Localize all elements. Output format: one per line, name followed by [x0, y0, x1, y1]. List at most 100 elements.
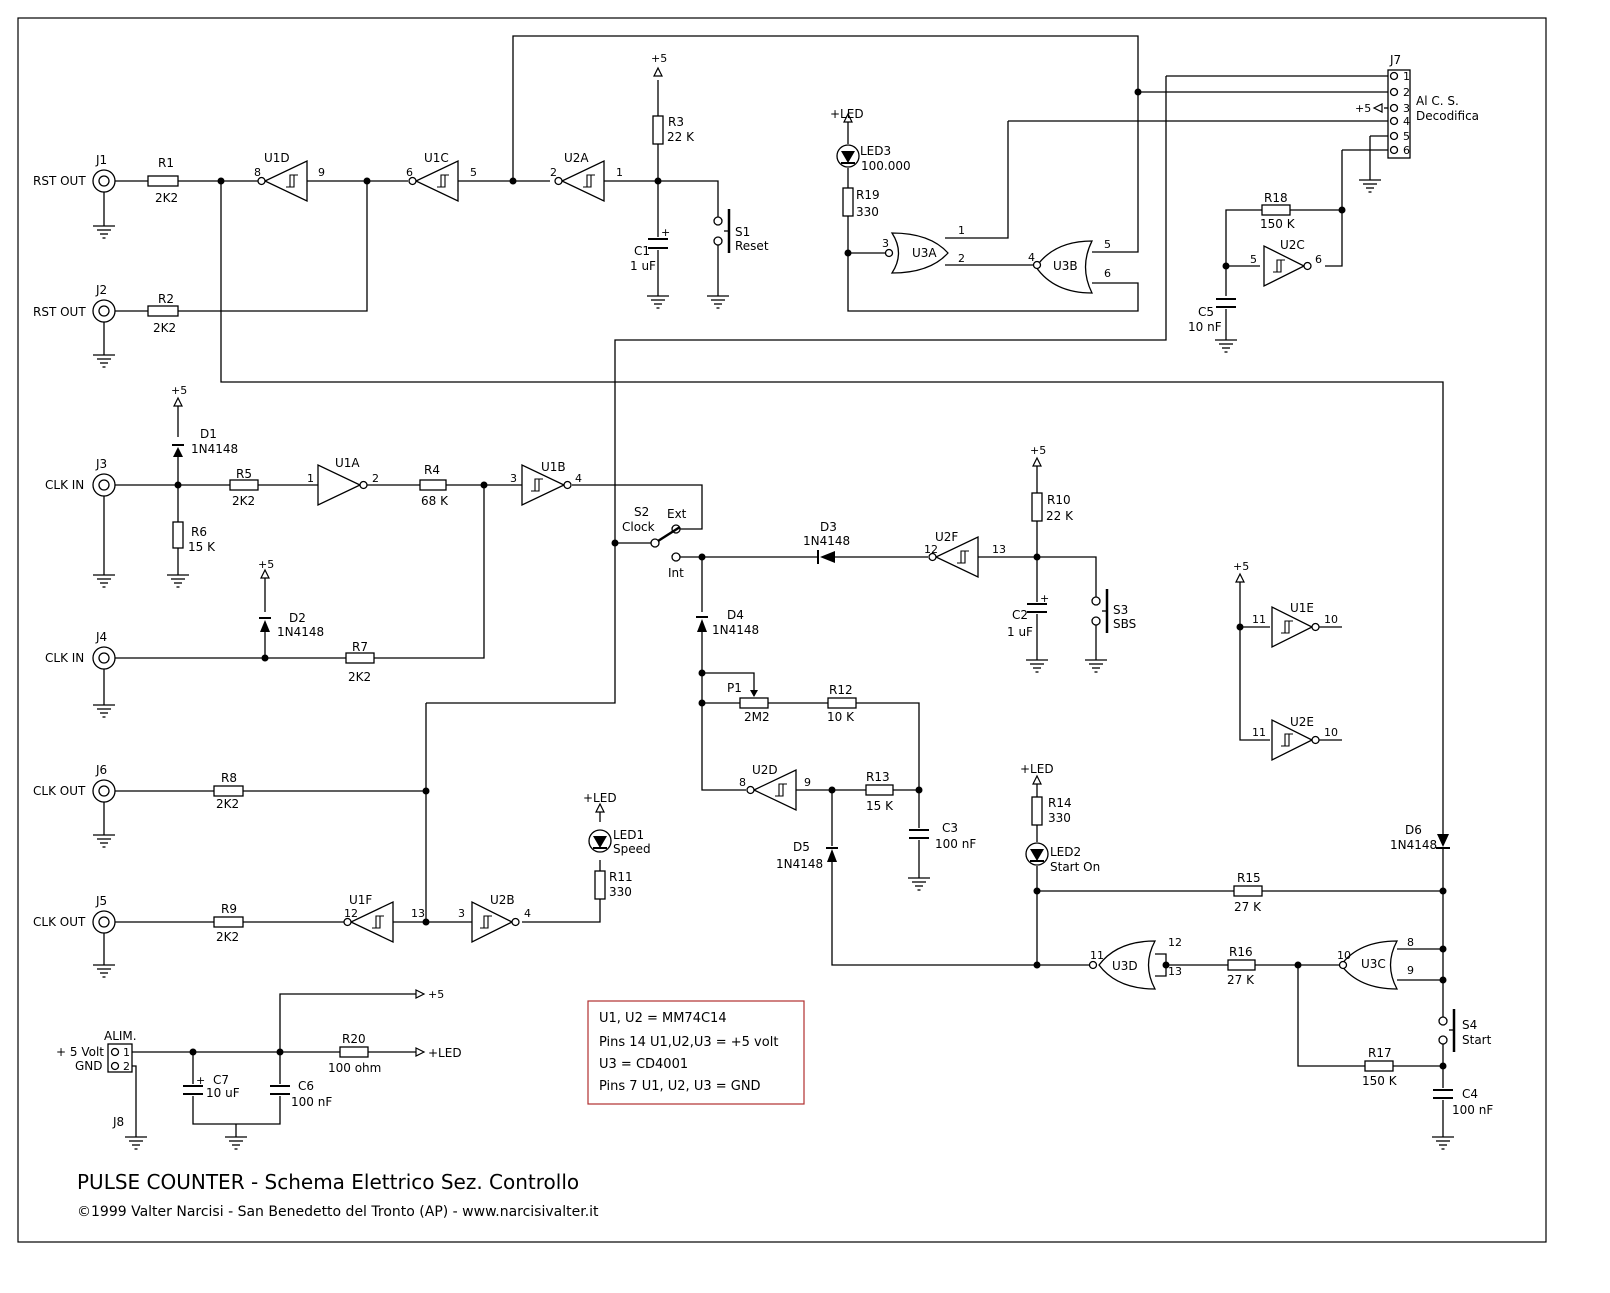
ic-notes-box: U1, U2 = MM74C14 Pins 14 U1,U2,U3 = +5 v… [587, 1000, 805, 1105]
u3b-ref: U3B [1053, 259, 1078, 273]
svg-text:11: 11 [1252, 613, 1266, 626]
d2-ref: D2 [289, 611, 306, 625]
gate-u3b [1032, 240, 1094, 294]
s2-ext: Ext [667, 507, 687, 521]
svg-text:4: 4 [1403, 115, 1410, 128]
u1c-ref: U1C [424, 151, 449, 165]
svg-text:+5: +5 [651, 52, 667, 65]
u1a-ref: U1A [335, 456, 360, 470]
r11-value: 330 [609, 885, 632, 899]
c6-ref: C6 [298, 1079, 314, 1093]
u1d-ref: U1D [264, 151, 290, 165]
s3-ref: S3 [1113, 603, 1128, 617]
r10-value: 22 K [1046, 509, 1074, 523]
j3-label: CLK IN [45, 478, 84, 492]
u2e-ref: U2E [1290, 715, 1314, 729]
gate-u1e [1271, 605, 1320, 649]
svg-text:6: 6 [1315, 253, 1322, 266]
r19-value: 330 [856, 205, 879, 219]
r9-value: 2K2 [216, 930, 239, 944]
svg-text:4: 4 [1028, 251, 1035, 264]
gate-u2b [471, 900, 520, 944]
s4-value: Start [1462, 1033, 1492, 1047]
d1-value: 1N4148 [191, 442, 238, 456]
potentiometer-p1 [739, 697, 769, 709]
d6-value: 1N4148 [1390, 838, 1437, 852]
r4-ref: R4 [424, 463, 440, 477]
c4-value: 100 nF [1452, 1103, 1493, 1117]
svg-text:+5: +5 [1030, 444, 1046, 457]
p1-ref: P1 [727, 681, 742, 695]
svg-text:4: 4 [575, 472, 582, 485]
svg-text:1: 1 [616, 166, 623, 179]
svg-text:2: 2 [1403, 86, 1410, 99]
switch-s4 [1438, 1009, 1456, 1052]
gate-u2d [746, 768, 797, 812]
svg-text:+LED: +LED [1020, 762, 1054, 776]
svg-text:13: 13 [992, 543, 1006, 556]
r17-ref: R17 [1368, 1046, 1392, 1060]
note-line: Pins 7 U1, U2, U3 = GND [599, 1079, 761, 1094]
r8-value: 2K2 [216, 797, 239, 811]
r16-value: 27 K [1227, 973, 1255, 987]
r9-ref: R9 [221, 902, 237, 916]
r11-ref: R11 [609, 870, 633, 884]
resistor-r14 [1031, 796, 1043, 826]
led3-ref: LED3 [860, 144, 891, 158]
svg-text:9: 9 [804, 776, 811, 789]
resistor-r6 [172, 521, 184, 549]
resistor-r3 [652, 115, 664, 145]
j4-label: CLK IN [45, 651, 84, 665]
r18-ref: R18 [1264, 191, 1288, 205]
svg-text:5: 5 [1250, 253, 1257, 266]
resistor-r19 [842, 187, 854, 217]
ground-symbols [92, 179, 1455, 1150]
diode-d2 [260, 620, 270, 632]
led-led3 [836, 144, 860, 168]
svg-text:11: 11 [1252, 726, 1266, 739]
led2-value: Start On [1050, 860, 1100, 874]
svg-text:6: 6 [1403, 144, 1410, 157]
r5-value: 2K2 [232, 494, 255, 508]
resistor-r1 [147, 175, 179, 187]
resistor-r10 [1031, 492, 1043, 522]
j1-ref: J1 [95, 153, 107, 167]
d4-ref: D4 [727, 608, 744, 622]
note-line: U1, U2 = MM74C14 [599, 1011, 727, 1026]
svg-text:3: 3 [1403, 102, 1410, 115]
svg-text:+: + [661, 226, 670, 239]
d5-value: 1N4148 [776, 857, 823, 871]
resistor-r20 [339, 1046, 369, 1058]
resistor-r15 [1233, 885, 1263, 897]
schematic-title: PULSE COUNTER - Schema Elettrico Sez. Co… [77, 1170, 579, 1194]
led1-ref: LED1 [613, 828, 644, 842]
resistor-r9 [213, 916, 244, 928]
resistor-r5 [229, 479, 259, 491]
gate-u1d [257, 159, 308, 203]
svg-text:5: 5 [470, 166, 477, 179]
j5-ref: J5 [95, 894, 107, 908]
svg-text:Decodifica: Decodifica [1416, 109, 1479, 123]
resistor-r8 [213, 785, 244, 797]
vcc-labels: +5 +5 +5 +5 +5 +5 +5 +LED +LED +LED +LED [171, 52, 1371, 1060]
r1-value: 2K2 [155, 191, 178, 205]
j4-ref: J4 [95, 630, 107, 644]
svg-text:1: 1 [123, 1046, 130, 1059]
gate-u3a [884, 232, 949, 274]
svg-text:6: 6 [1104, 267, 1111, 280]
r2-value: 2K2 [153, 321, 176, 335]
resistor-r2 [147, 305, 179, 317]
sheet-border [17, 17, 1547, 1243]
s2-value: Clock [622, 520, 655, 534]
r18-value: 150 K [1260, 217, 1296, 231]
u2a-ref: U2A [564, 151, 589, 165]
led1-value: Speed [613, 842, 651, 856]
resistor-r13 [865, 784, 894, 796]
d6-ref: D6 [1405, 823, 1422, 837]
resistor-r7 [345, 652, 375, 664]
u2c-ref: U2C [1280, 238, 1305, 252]
j6-ref: J6 [95, 763, 107, 777]
svg-text:+LED: +LED [583, 791, 617, 805]
svg-text:+5: +5 [428, 988, 444, 1001]
